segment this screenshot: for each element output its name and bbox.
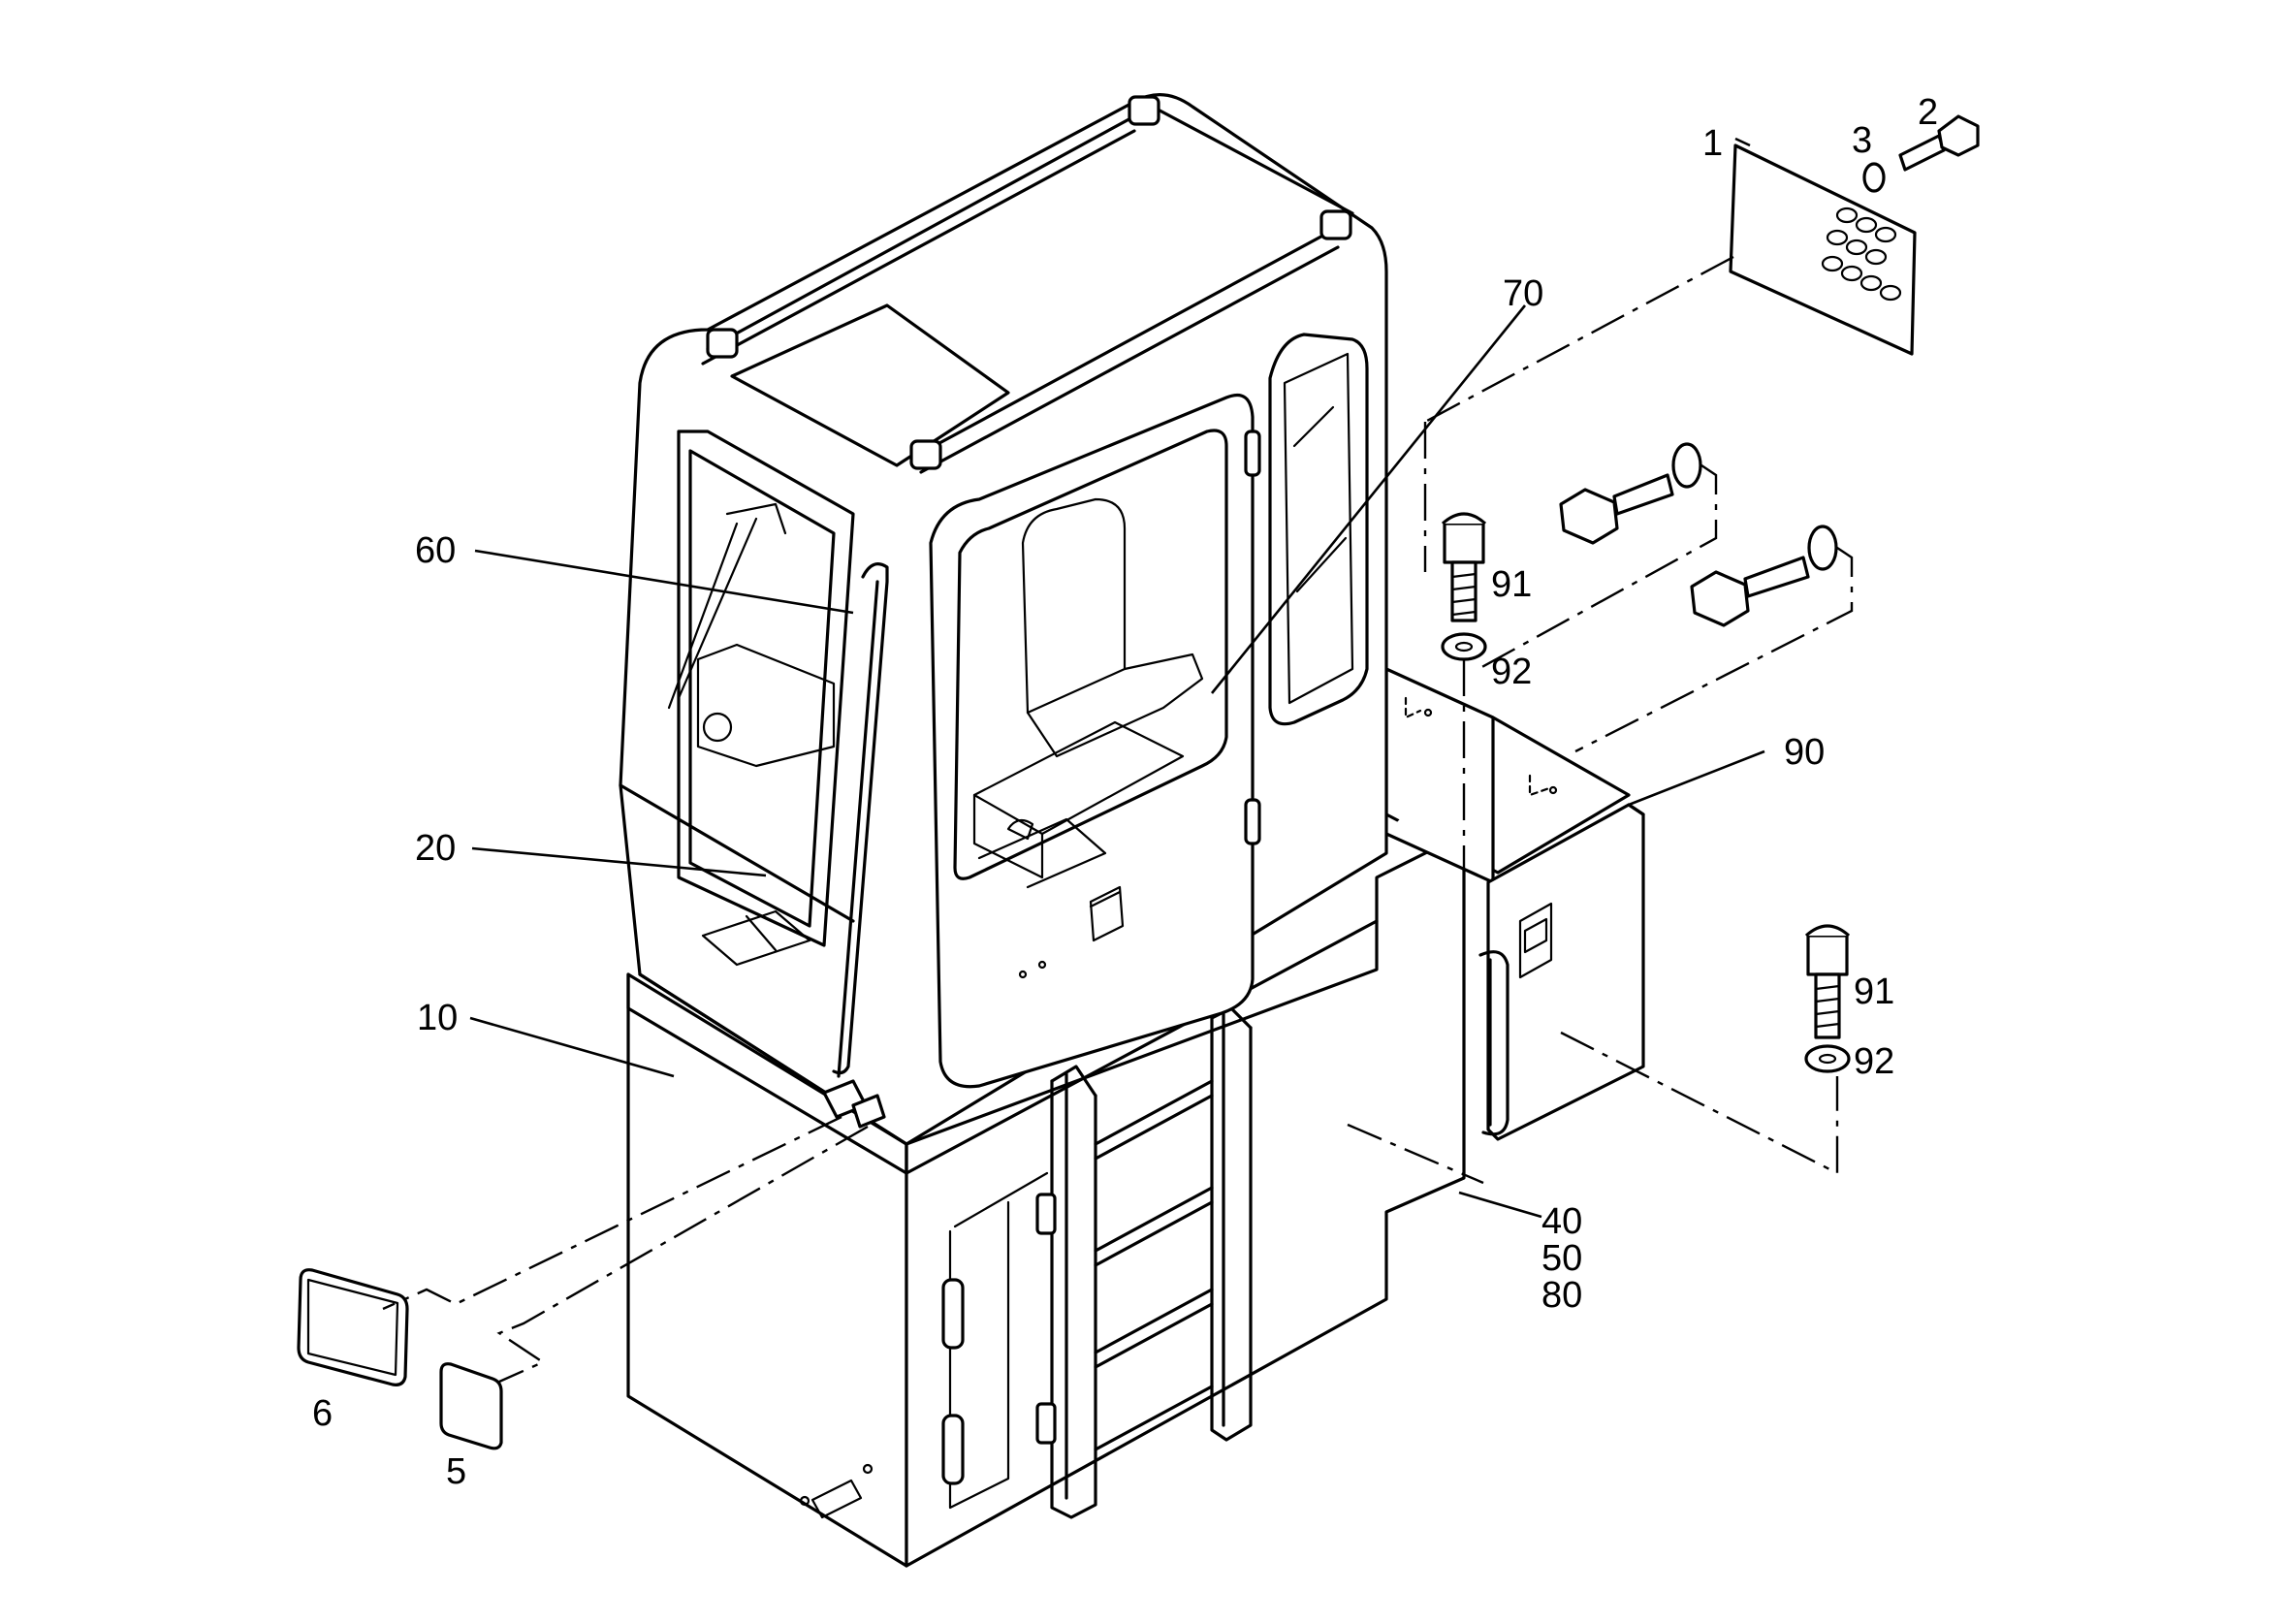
- callout-70: 70: [1503, 273, 1543, 314]
- callout-90: 90: [1784, 732, 1825, 773]
- cab-base-body: [626, 832, 1466, 1568]
- access-ladder: [1035, 1006, 1253, 1519]
- callout-91-lower: 91: [1854, 971, 1894, 1012]
- side-bolts: [1559, 442, 1838, 627]
- callout-91-upper: 91: [1491, 564, 1532, 605]
- plate-1: [1729, 143, 1917, 356]
- explosion-lines: [382, 255, 1854, 1384]
- callout-6: 6: [312, 1393, 333, 1434]
- bolt-2: [1898, 114, 1980, 172]
- callout-92-lower: 92: [1854, 1041, 1894, 1082]
- callout-60: 60: [415, 530, 456, 571]
- callout-40: 40: [1541, 1201, 1582, 1242]
- operator-cab: [619, 92, 1388, 1146]
- work-light-5: [439, 1362, 503, 1450]
- callout-1: 1: [1702, 123, 1723, 164]
- work-light-6: [297, 1268, 409, 1386]
- bolt-91-upper: [1441, 512, 1487, 661]
- callout-92-upper: 92: [1491, 652, 1532, 692]
- callout-2: 2: [1918, 92, 1938, 133]
- callout-20: 20: [415, 828, 456, 869]
- callout-labels: 1 2 3 70 60 91 92 90 20 10 91 92 40 50 8…: [312, 92, 1938, 1492]
- callout-80: 80: [1541, 1275, 1582, 1316]
- bolt-91-lower: [1804, 924, 1851, 1073]
- leader-lines: [469, 137, 1765, 1219]
- callout-10: 10: [417, 998, 458, 1038]
- callout-3: 3: [1852, 120, 1872, 161]
- callout-5: 5: [446, 1451, 466, 1492]
- washer-3: [1862, 162, 1886, 193]
- callout-50: 50: [1541, 1238, 1582, 1279]
